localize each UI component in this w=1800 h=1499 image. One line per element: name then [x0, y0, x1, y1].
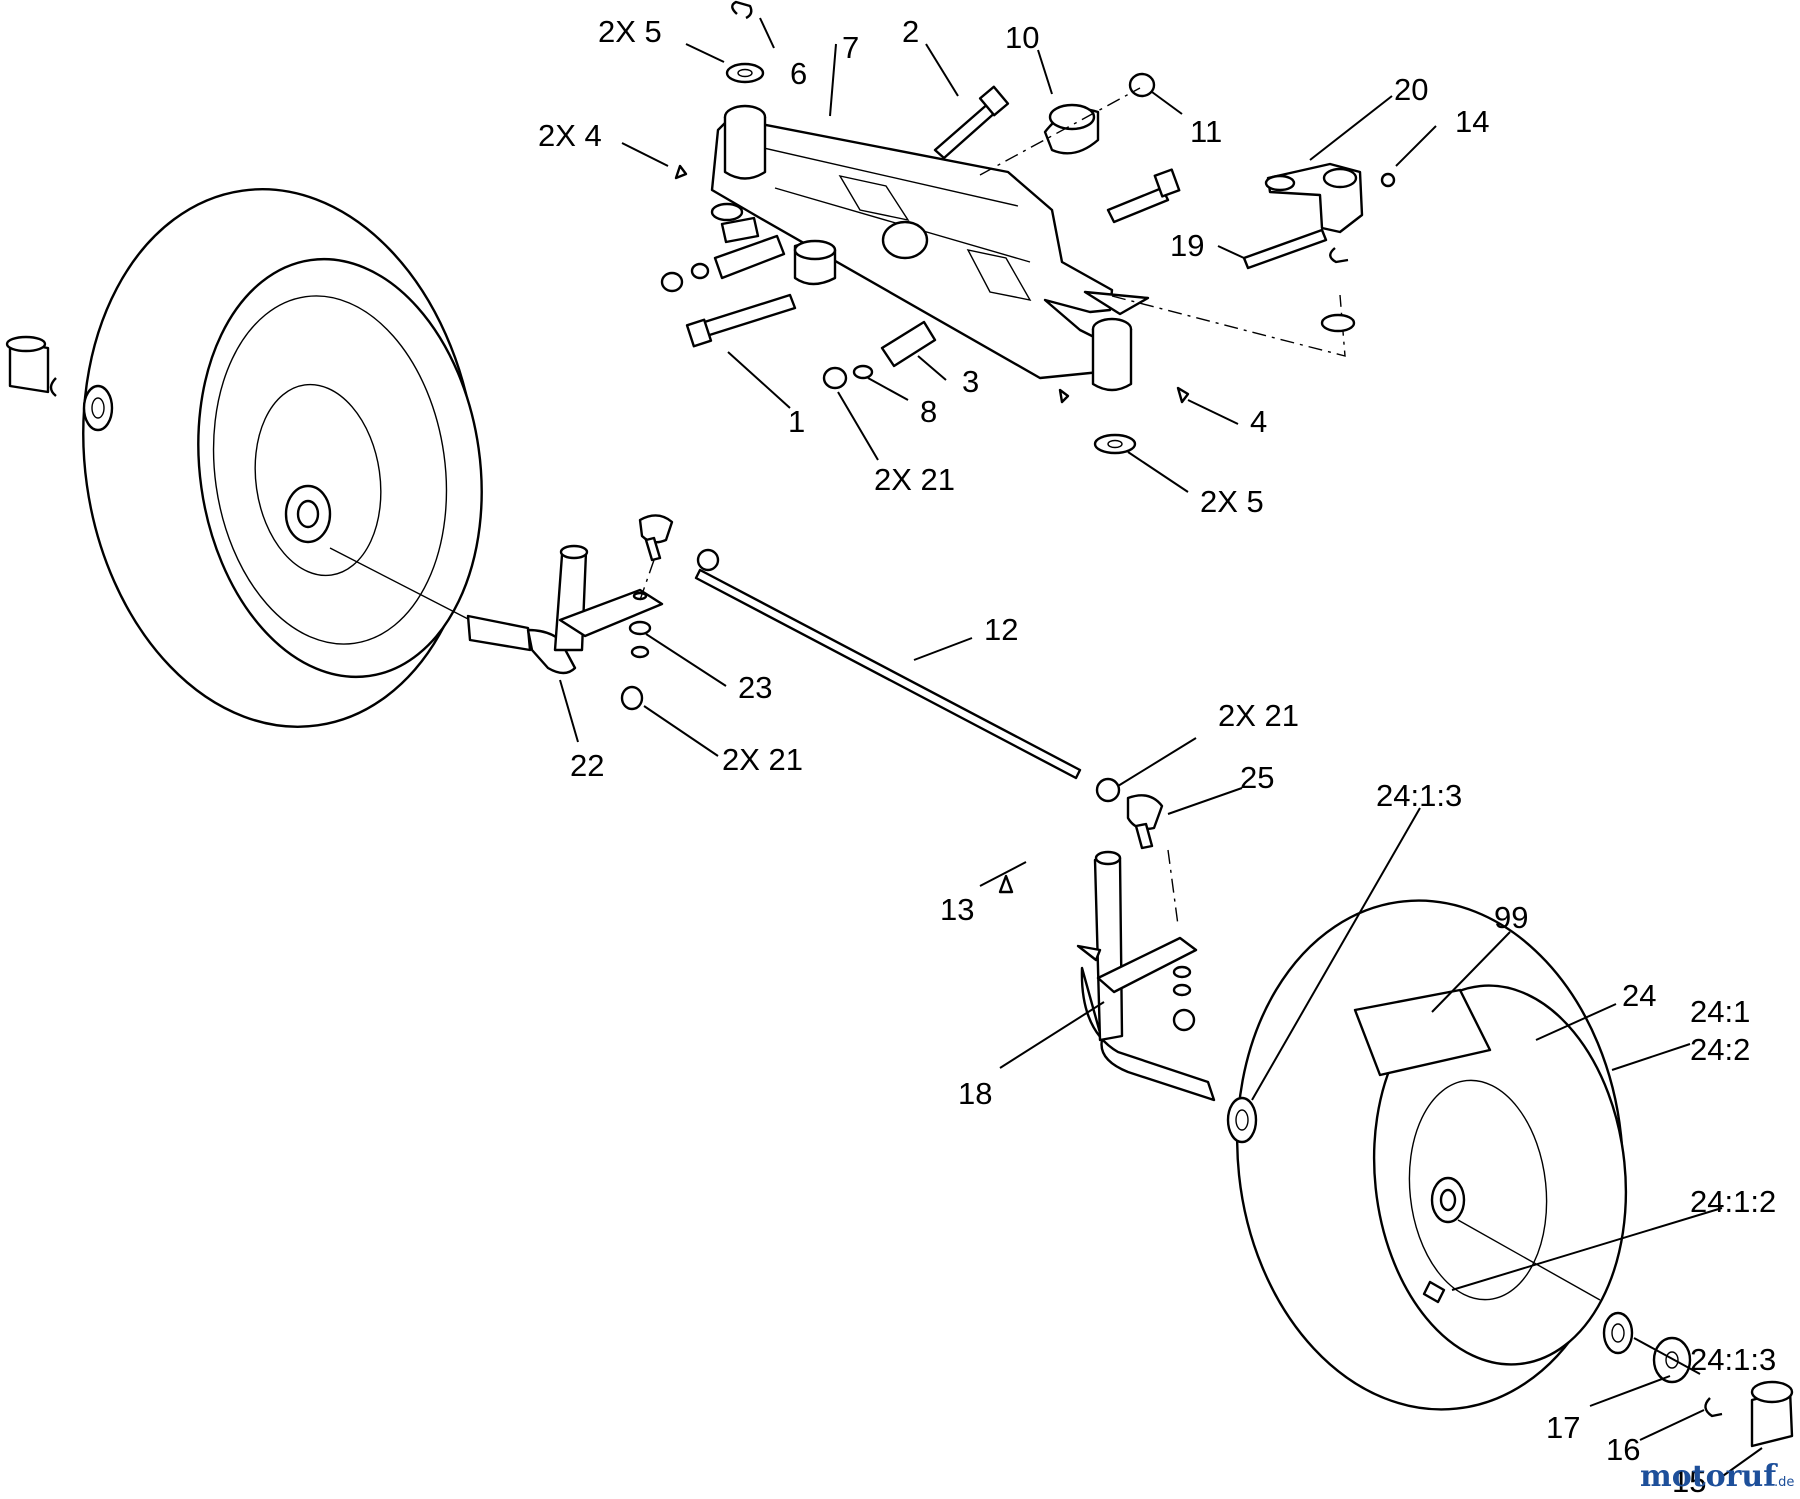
washer-23-a — [628, 620, 652, 636]
right-hub-parts — [1226, 1096, 1794, 1448]
callout-11: 11 — [1190, 114, 1222, 149]
watermark-suffix: .de — [1774, 1475, 1794, 1490]
bolt-1 — [693, 293, 797, 340]
callout-2x5-top: 2X 5 — [598, 14, 662, 49]
callout-3: 3 — [962, 364, 979, 399]
axle-hardware — [660, 0, 1346, 455]
callout-15: 15 — [1672, 1464, 1706, 1499]
washer-8-left — [690, 262, 710, 280]
callout-2x21-c: 2X 21 — [722, 742, 803, 777]
nut-21 — [822, 366, 848, 390]
bolt-long — [1106, 186, 1170, 224]
callout-20: 20 — [1394, 72, 1428, 107]
callout-2x5-bottom: 2X 5 — [1200, 484, 1264, 519]
callout-22: 22 — [570, 748, 604, 783]
callout-25: 25 — [1240, 760, 1274, 795]
leader-lines — [559, 17, 1763, 1479]
washer-lower-right — [1320, 313, 1356, 333]
bearing-24-1-3-top — [1226, 1096, 1258, 1144]
callout-labels: 2X 5 6 7 2 10 2X 4 11 20 14 19 3 1 8 4 2… — [538, 14, 1776, 1499]
callout-24-1: 24:1 — [1690, 994, 1750, 1029]
callout-19: 19 — [1170, 228, 1204, 263]
callout-23: 23 — [738, 670, 772, 705]
right-wheel — [1236, 899, 1628, 1411]
callout-99: 99 — [1494, 900, 1528, 935]
callout-13: 13 — [940, 892, 974, 927]
front-axle — [710, 104, 1150, 392]
bolt-19 — [1242, 228, 1328, 270]
washer-5-bottom — [1093, 433, 1137, 455]
watermark: motoruf .de — [1640, 1459, 1794, 1494]
clip-lower — [1329, 247, 1349, 264]
callout-2x4: 2X 4 — [538, 118, 602, 153]
bearing-left — [82, 384, 114, 432]
washer-5-top — [725, 62, 765, 84]
key-13 — [998, 874, 1014, 894]
clip-16-left — [49, 377, 57, 397]
spacer-3-right — [880, 320, 937, 368]
nut-21-tie — [620, 685, 644, 711]
callout-24: 24 — [1622, 978, 1656, 1013]
decal-99 — [1353, 988, 1492, 1077]
steering-arm-20 — [1242, 162, 1396, 333]
ball-joint-25 — [1126, 794, 1164, 831]
callout-24-1-3-top: 24:1:3 — [1376, 778, 1462, 813]
callout-18: 18 — [958, 1076, 992, 1111]
washer-17 — [1652, 1336, 1692, 1384]
left-hub-parts — [5, 335, 114, 432]
grease-fitting-4-right — [1176, 386, 1190, 404]
spindle-22 — [466, 544, 664, 675]
bearing-24-1-3-bottom — [1602, 1311, 1634, 1355]
callout-2: 2 — [902, 14, 919, 49]
callout-24-2: 24:2 — [1690, 1032, 1750, 1067]
callout-1: 1 — [788, 404, 805, 439]
valve-stem — [1422, 1280, 1446, 1304]
callout-7: 7 — [842, 30, 859, 65]
spacer-3-left — [720, 216, 760, 244]
callout-2x21-b: 2X 21 — [1218, 698, 1299, 733]
callout-6: 6 — [790, 56, 807, 91]
callout-14: 14 — [1455, 104, 1489, 139]
fitting-14 — [1380, 172, 1396, 188]
jam-nut-lower — [1095, 777, 1121, 803]
callout-16: 16 — [1606, 1432, 1640, 1467]
callout-2x21-a: 2X 21 — [874, 462, 955, 497]
callout-24-1-3-bottom: 24:1:3 — [1690, 1342, 1776, 1377]
nut-11 — [1128, 72, 1156, 98]
tie-rod-12 — [620, 514, 1164, 850]
watermark-brand: motoruf — [1640, 1459, 1778, 1494]
callout-12: 12 — [984, 612, 1018, 647]
left-wheel — [82, 188, 483, 728]
callout-10: 10 — [1005, 20, 1039, 55]
ball-joint-upper — [638, 514, 674, 544]
spindle-18 — [998, 849, 1216, 1102]
jam-nut-upper — [696, 548, 720, 572]
callout-8: 8 — [920, 394, 937, 429]
nut-21-left — [660, 271, 684, 293]
callout-4: 4 — [1250, 404, 1267, 439]
callout-24-1-2: 24:1:2 — [1690, 1184, 1776, 1219]
washer-23-b — [630, 645, 650, 659]
spacer-3 — [713, 234, 786, 280]
washer-lower-left — [710, 202, 744, 222]
clip-6 — [731, 0, 753, 20]
washer-8 — [852, 364, 874, 380]
callout-17: 17 — [1546, 1410, 1580, 1445]
clip-16 — [1704, 1397, 1723, 1418]
grease-fitting-4-left — [674, 164, 688, 180]
bolt-2 — [933, 100, 1000, 160]
